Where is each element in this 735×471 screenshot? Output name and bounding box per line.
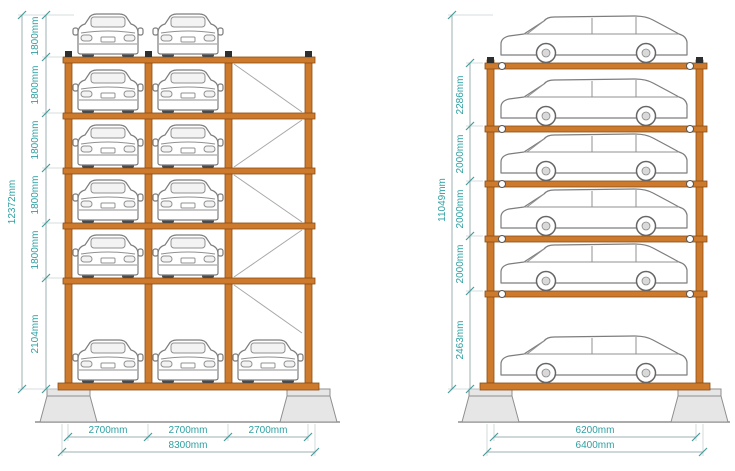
- base-beam: [57, 382, 320, 391]
- platform-beam: [484, 235, 708, 243]
- car-front-icon: [152, 124, 224, 169]
- dimension-ticks: [447, 10, 457, 394]
- platform-beam: [62, 56, 316, 64]
- car-front-icon: [152, 13, 224, 58]
- dimension-label: 8300mm: [169, 440, 208, 451]
- dimension-label: 2700mm: [89, 425, 128, 436]
- dimension-label: 2700mm: [249, 425, 288, 436]
- joint-block: [305, 51, 312, 57]
- side-elevation: 11049mm 2286mm 2000mm 2000mm 2000mm 2463…: [437, 10, 730, 457]
- dimension-ticks: [482, 447, 708, 457]
- dimension-label: 11049mm: [437, 178, 448, 222]
- car-front-icon: [72, 179, 144, 224]
- roller-icon: [498, 290, 506, 298]
- dimension-label: 1800mm: [30, 176, 41, 215]
- platform-beam: [62, 167, 316, 175]
- car-front-icon: [72, 13, 144, 58]
- car-side-icon: [500, 78, 688, 127]
- dimension-label: 12372mm: [7, 180, 18, 224]
- frame-column: [304, 56, 313, 384]
- frame-column: [144, 56, 153, 384]
- car-side-icon: [500, 15, 688, 64]
- concrete-footings: [461, 388, 729, 423]
- dimension-ticks: [465, 58, 475, 394]
- frame-column: [695, 59, 704, 384]
- dimension-label: 1800mm: [30, 121, 41, 160]
- base-beam: [479, 382, 711, 391]
- car-front-icon: [152, 234, 224, 279]
- extension-lines: [61, 424, 316, 456]
- platform-beam: [484, 180, 708, 188]
- dimension-label: 2286mm: [455, 76, 466, 115]
- dimension-label: 2700mm: [169, 425, 208, 436]
- dimension-label: 2104mm: [30, 315, 41, 354]
- dimension-label: 2000mm: [455, 190, 466, 229]
- dimension-ticks: [17, 10, 27, 394]
- car-front-icon: [72, 339, 144, 384]
- dimension-label: 2000mm: [455, 135, 466, 174]
- steel-frame: [479, 57, 711, 391]
- roller-icon: [686, 62, 694, 70]
- platform-beam: [484, 62, 708, 70]
- frame-column: [486, 59, 495, 384]
- joint-block: [145, 51, 152, 57]
- dimension-label: 1800mm: [30, 17, 41, 56]
- dimension-label: 6400mm: [576, 440, 615, 451]
- joint-block: [487, 57, 494, 63]
- concrete-footing: [461, 395, 520, 423]
- front-elevation: 12372mm 1800mm 1800mm 1800mm 1800mm 1800…: [7, 10, 340, 457]
- concrete-footing: [39, 395, 98, 423]
- extension-lines: [486, 424, 704, 456]
- dimension-label: 6200mm: [576, 425, 615, 436]
- car-front-icon: [72, 234, 144, 279]
- roller-icon: [498, 125, 506, 133]
- car-front-icon: [72, 124, 144, 169]
- car-side-icon: [500, 188, 688, 237]
- dimension-label: 2463mm: [455, 321, 466, 360]
- concrete-footing: [670, 395, 729, 423]
- platform-beam: [62, 222, 316, 230]
- car-front-icon: [232, 339, 304, 384]
- roller-icon: [498, 180, 506, 188]
- dimension-ticks: [57, 447, 320, 457]
- joint-block: [225, 51, 232, 57]
- steel-frame: [57, 51, 320, 391]
- platform-beam: [62, 112, 316, 120]
- car-front-icon: [152, 179, 224, 224]
- platform-beam: [484, 290, 708, 298]
- roller-icon: [686, 290, 694, 298]
- roller-icon: [686, 180, 694, 188]
- frame-column: [64, 56, 73, 384]
- dimension-label: 1800mm: [30, 231, 41, 270]
- car-side-icon: [500, 133, 688, 182]
- joint-block: [65, 51, 72, 57]
- car-front-icon: [152, 339, 224, 384]
- side-dimensions: 11049mm 2286mm 2000mm 2000mm 2000mm 2463…: [437, 10, 708, 457]
- platform-beam: [62, 277, 316, 285]
- roller-icon: [498, 62, 506, 70]
- cross-brace: [233, 63, 303, 334]
- dimension-label: 2000mm: [455, 245, 466, 284]
- dimension-ticks: [41, 10, 51, 394]
- dimension-label: 1800mm: [30, 66, 41, 105]
- car-side-icon: [500, 335, 688, 384]
- dimension-ticks: [489, 432, 701, 442]
- roller-icon: [686, 125, 694, 133]
- concrete-footings: [39, 388, 338, 423]
- frame-column: [224, 56, 233, 384]
- car-front-icon: [152, 69, 224, 114]
- parked-cars-side: [500, 15, 688, 384]
- platform-beam: [484, 125, 708, 133]
- dimension-ticks: [63, 432, 313, 442]
- roller-icon: [686, 235, 694, 243]
- car-side-icon: [500, 243, 688, 292]
- extension-lines: [448, 14, 493, 390]
- roller-icon: [498, 235, 506, 243]
- front-dimensions: 12372mm 1800mm 1800mm 1800mm 1800mm 1800…: [7, 10, 320, 457]
- concrete-footing: [279, 395, 338, 423]
- joint-block: [696, 57, 703, 63]
- platform-rollers: [498, 62, 694, 298]
- car-front-icon: [72, 69, 144, 114]
